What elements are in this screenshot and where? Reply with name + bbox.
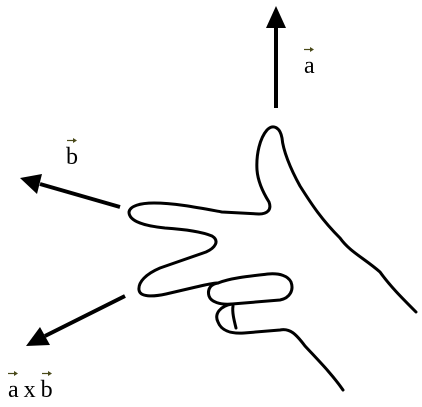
vector-arrow-icon — [8, 371, 19, 376]
vector-a-cross-b-arrow — [26, 294, 126, 346]
cross-a-symbol: a — [8, 371, 19, 403]
label-a-text: a — [304, 53, 315, 79]
label-b-text: b — [66, 144, 78, 170]
label-vector-a: a — [304, 47, 315, 79]
vector-b-symbol: b — [66, 138, 78, 170]
hand-ring-finger — [215, 302, 345, 392]
hand-finger-crease — [231, 304, 238, 330]
hand-outline — [127, 125, 418, 314]
vector-arrow-icon — [304, 47, 315, 52]
label-cross-b-text: b — [40, 377, 53, 403]
vector-a-symbol: a — [304, 47, 315, 79]
vector-a-arrow — [266, 6, 286, 108]
cross-operator: x — [23, 377, 36, 403]
cross-b-symbol: b — [40, 371, 53, 403]
hand-drawing — [127, 125, 418, 392]
label-vector-b: b — [66, 138, 78, 170]
vector-arrow-icon — [41, 371, 52, 376]
label-cross-a-text: a — [8, 377, 19, 403]
vector-b-arrow — [20, 174, 121, 209]
vector-arrow-icon — [67, 138, 77, 143]
label-a-cross-b: a x b — [8, 371, 53, 403]
hand-middle-finger — [207, 272, 294, 306]
